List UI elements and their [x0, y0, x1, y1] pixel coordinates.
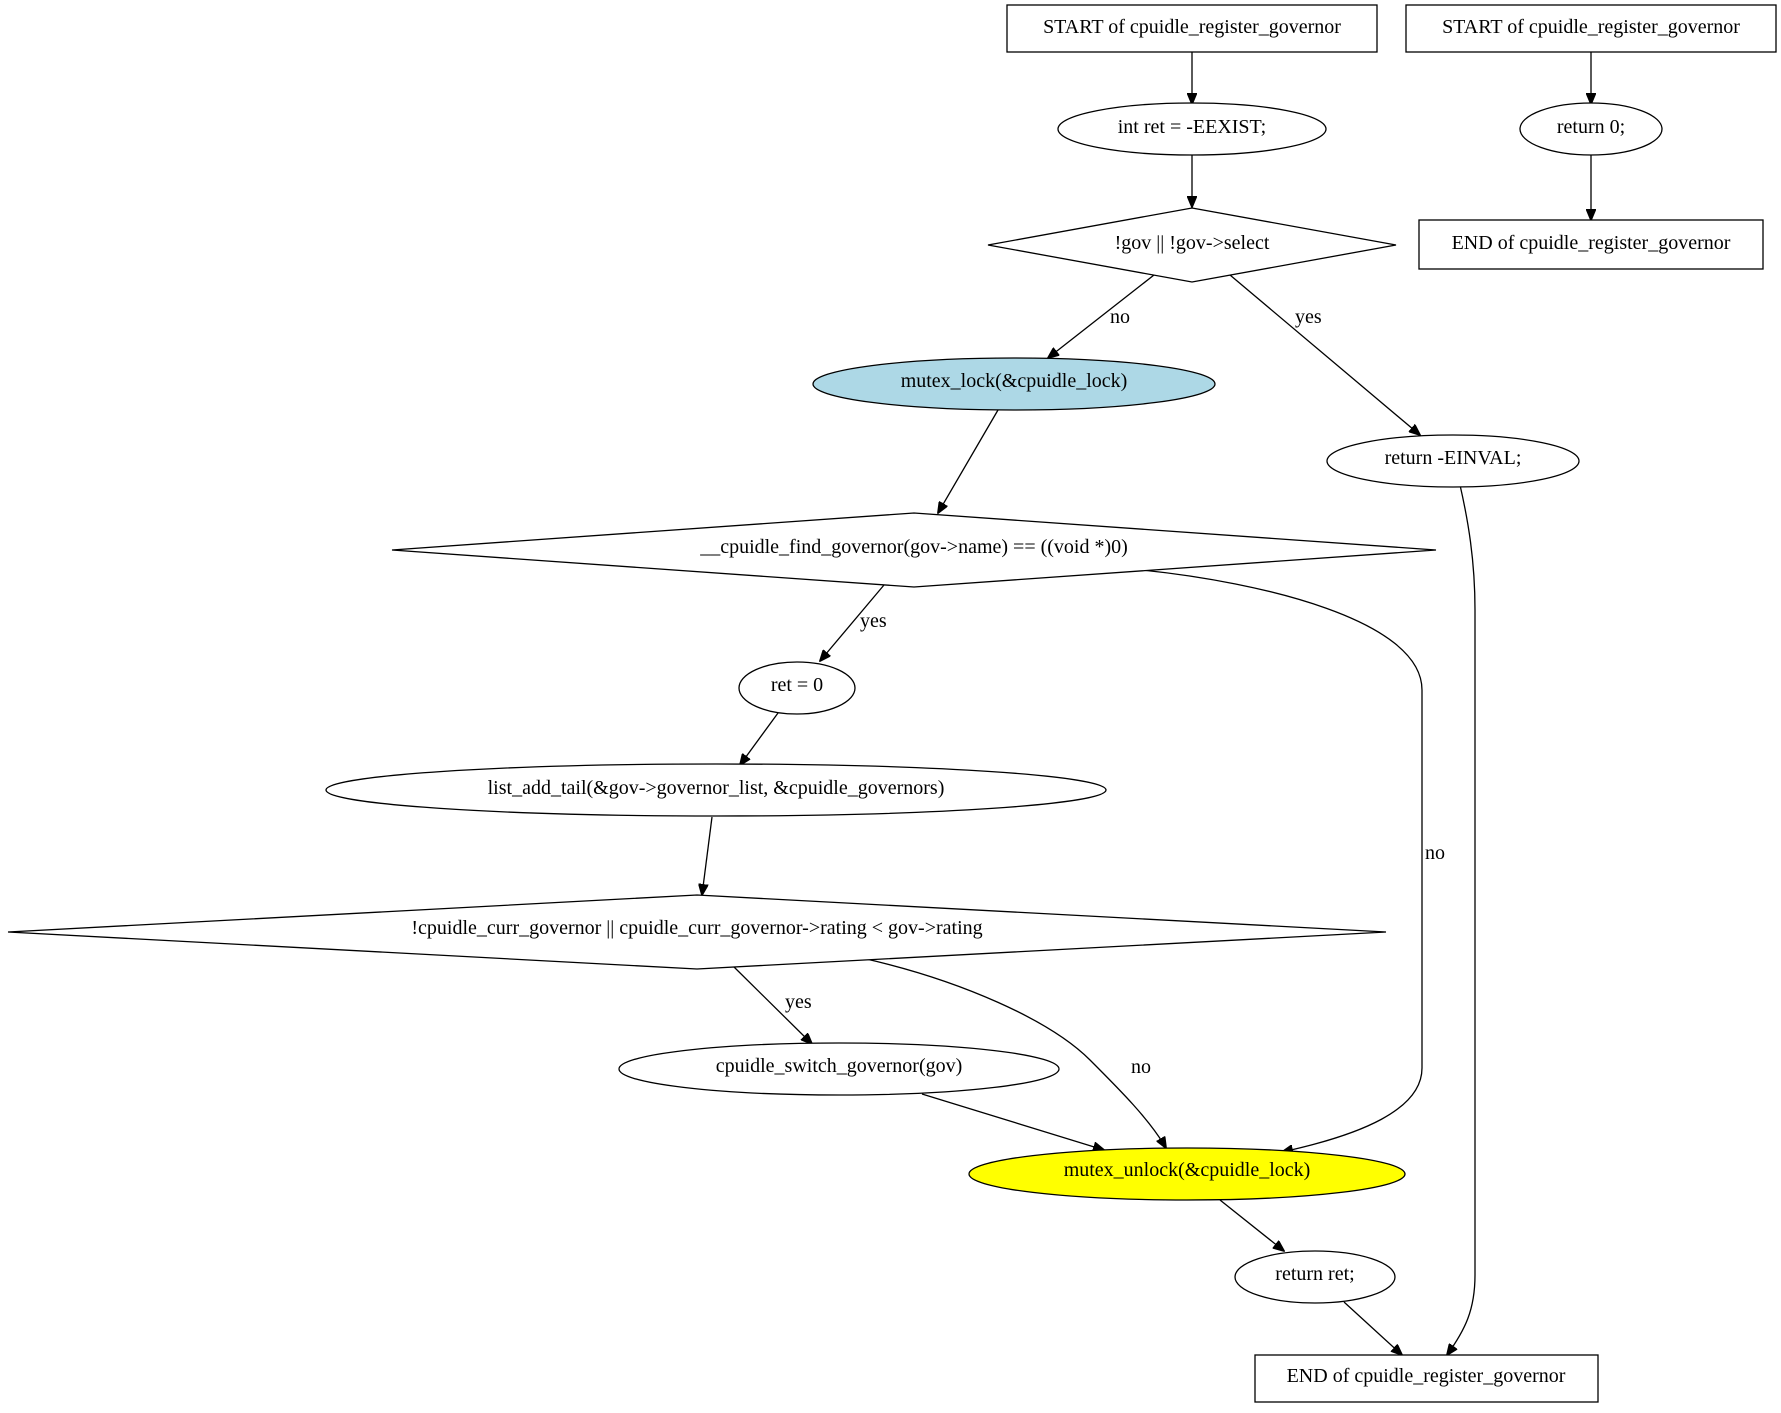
edge-cond-gov-to-mutex-lock [1048, 274, 1155, 358]
node-int-ret: int ret = -EEXIST; [1057, 102, 1327, 156]
svg-text:ret = 0: ret = 0 [771, 674, 823, 696]
svg-text:START of cpuidle_register_gove: START of cpuidle_register_governor [1043, 16, 1341, 38]
node-mutex-lock: mutex_lock(&cpuidle_lock) [812, 357, 1216, 411]
svg-text:!gov || !gov->select: !gov || !gov->select [1115, 232, 1270, 254]
edge-cond-find-to-mutex-unlock [1141, 569, 1423, 1152]
node-cond-gov: !gov || !gov->select [987, 207, 1397, 283]
svg-text:END of cpuidle_register_govern: END of cpuidle_register_governor [1287, 1365, 1566, 1387]
node-cond-rating: !cpuidle_curr_governor || cpuidle_curr_g… [7, 894, 1387, 970]
edge-mutex-unlock-to-return-ret [1219, 1199, 1284, 1251]
node-start-main: START of cpuidle_register_governor [1006, 4, 1378, 53]
node-end-side: END of cpuidle_register_governor [1418, 219, 1764, 270]
node-return-einval: return -EINVAL; [1326, 434, 1580, 488]
node-mutex-unlock: mutex_unlock(&cpuidle_lock) [968, 1147, 1406, 1201]
node-return-zero: return 0; [1519, 102, 1663, 156]
edge-ret-zero-to-list-add [740, 712, 779, 765]
svg-text:list_add_tail(&gov->governor_l: list_add_tail(&gov->governor_list, &cpui… [488, 777, 945, 799]
edge-label-rating-yes: yes [785, 991, 812, 1013]
edge-return-einval-to-end-main [1447, 484, 1476, 1355]
edge-label-gov-no: no [1110, 306, 1130, 328]
node-return-ret: return ret; [1234, 1250, 1396, 1304]
edge-label-gov-yes: yes [1295, 306, 1322, 328]
svg-text:int ret = -EEXIST;: int ret = -EEXIST; [1118, 116, 1266, 138]
edge-labels: no yes yes no yes no [785, 306, 1445, 1078]
svg-text:mutex_unlock(&cpuidle_lock): mutex_unlock(&cpuidle_lock) [1064, 1159, 1311, 1181]
svg-text:END of cpuidle_register_govern: END of cpuidle_register_governor [1452, 232, 1731, 254]
edge-mutex-lock-to-cond-find [938, 409, 999, 513]
node-start-side: START of cpuidle_register_governor [1405, 4, 1777, 53]
svg-text:mutex_lock(&cpuidle_lock): mutex_lock(&cpuidle_lock) [901, 370, 1128, 392]
svg-text:__cpuidle_find_governor(gov->n: __cpuidle_find_governor(gov->name) == ((… [699, 536, 1128, 558]
node-list-add: list_add_tail(&gov->governor_list, &cpui… [325, 763, 1107, 817]
edge-switch-gov-to-mutex-unlock [921, 1093, 1104, 1150]
node-switch-gov: cpuidle_switch_governor(gov) [618, 1042, 1060, 1096]
svg-text:START of cpuidle_register_gove: START of cpuidle_register_governor [1442, 16, 1740, 38]
edge-return-ret-to-end-main [1343, 1301, 1402, 1355]
svg-text:return 0;: return 0; [1557, 116, 1625, 138]
svg-text:return -EINVAL;: return -EINVAL; [1385, 447, 1522, 469]
node-ret-zero: ret = 0 [738, 661, 856, 715]
edge-cond-rating-to-mutex-unlock [861, 957, 1166, 1148]
edge-label-rating-no: no [1131, 1056, 1151, 1078]
svg-text:!cpuidle_curr_governor || cpui: !cpuidle_curr_governor || cpuidle_curr_g… [411, 917, 982, 939]
edge-cond-rating-to-switch-gov [731, 964, 812, 1044]
edge-label-find-no: no [1425, 842, 1445, 864]
svg-text:return ret;: return ret; [1275, 1263, 1354, 1285]
node-cond-find: __cpuidle_find_governor(gov->name) == ((… [391, 512, 1437, 588]
svg-text:cpuidle_switch_governor(gov): cpuidle_switch_governor(gov) [716, 1055, 963, 1077]
edge-cond-gov-to-return-einval [1229, 274, 1420, 435]
nodes: START of cpuidle_register_governor int r… [7, 4, 1777, 1403]
node-end-main: END of cpuidle_register_governor [1254, 1354, 1599, 1403]
edges [702, 52, 1591, 1355]
edge-label-find-yes: yes [860, 610, 887, 632]
edge-cond-find-to-ret-zero [820, 584, 885, 661]
edge-list-add-to-cond-rating [702, 816, 713, 895]
